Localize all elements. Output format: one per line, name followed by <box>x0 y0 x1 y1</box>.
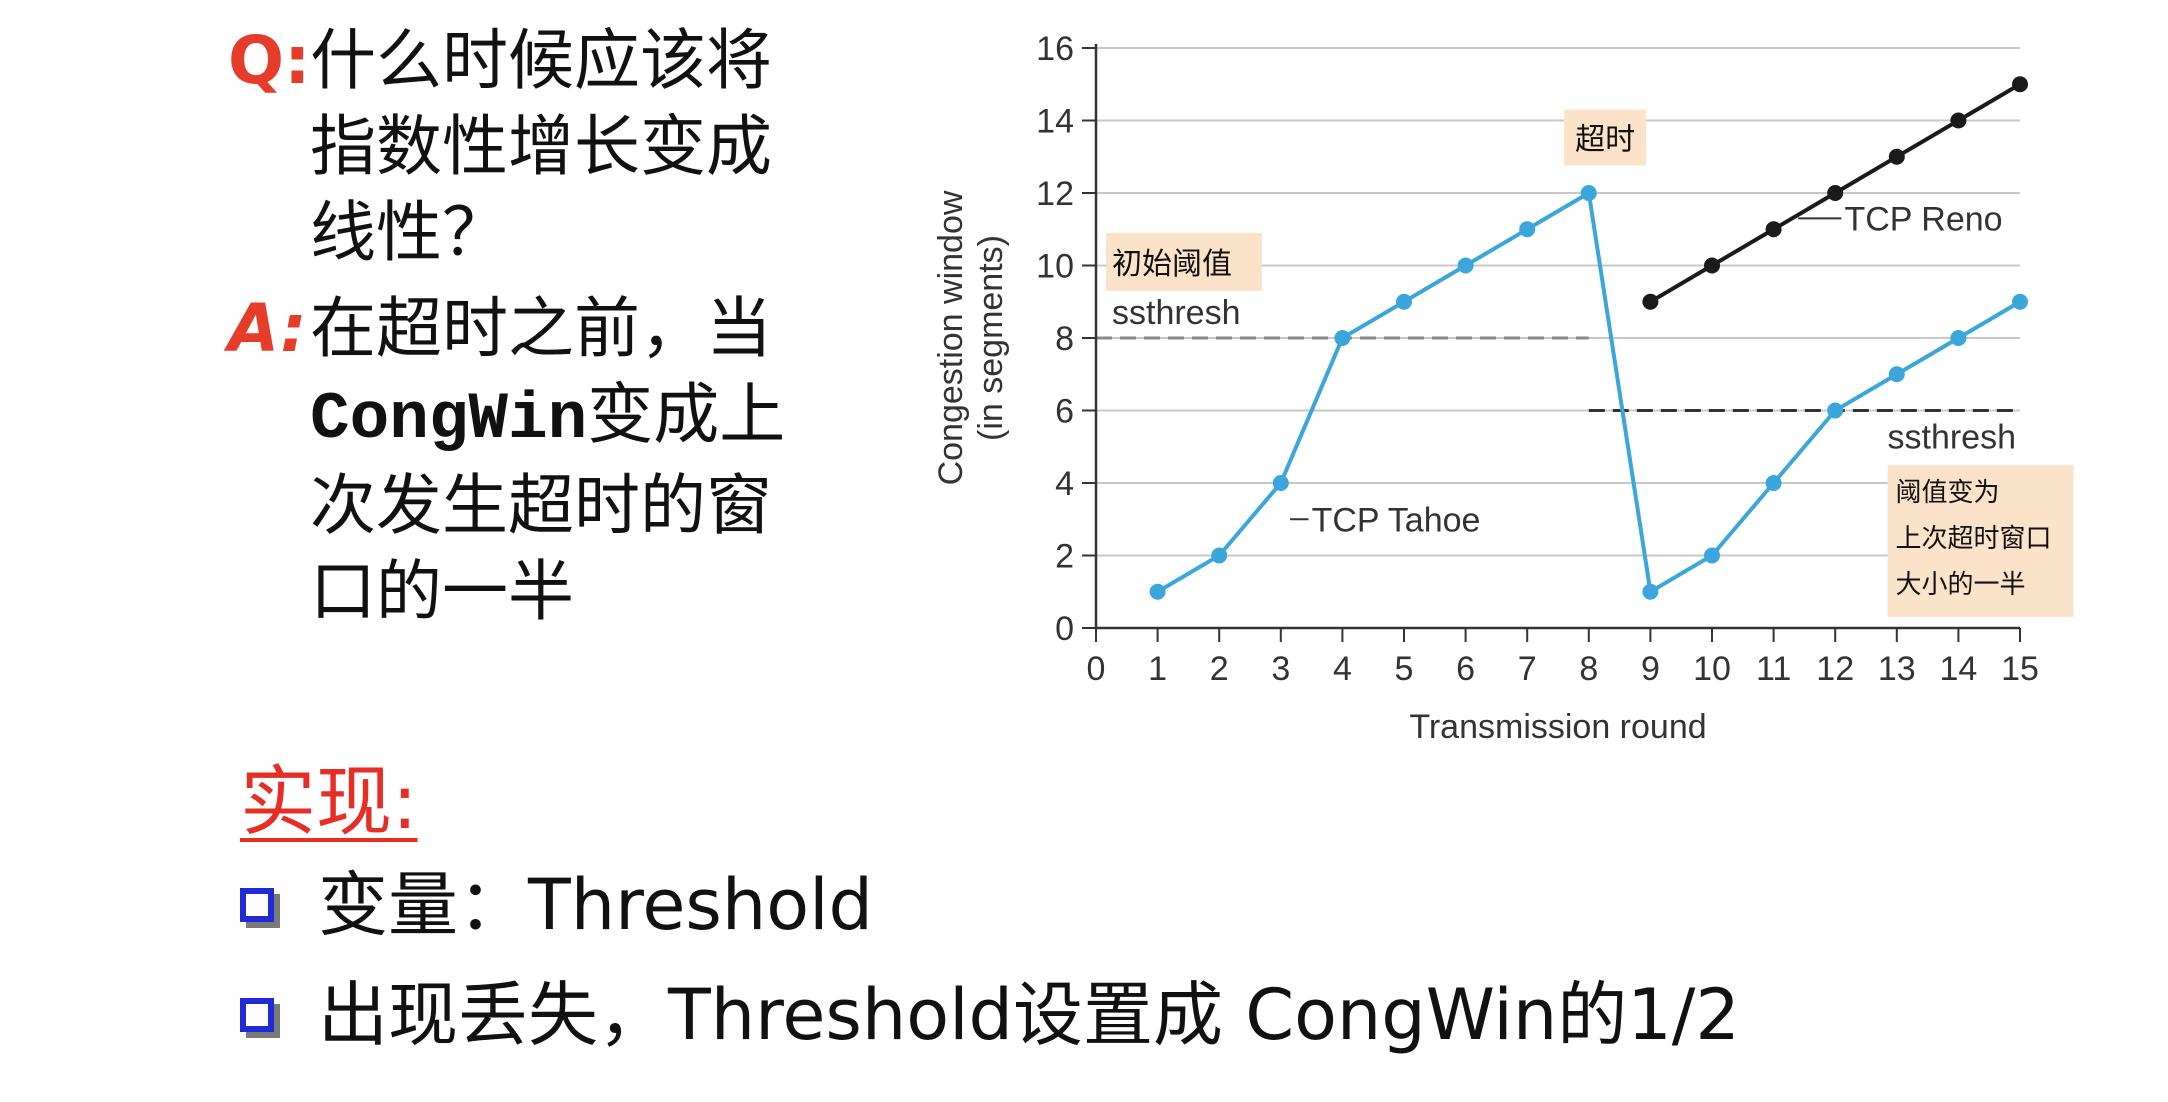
x-tick-label: 10 <box>1693 650 1731 688</box>
data-point <box>1642 583 1659 600</box>
square-bullet-icon <box>240 998 274 1032</box>
answer-line-rest: 变成上 <box>587 376 786 453</box>
y-tick-label: 10 <box>1036 248 1074 286</box>
question-line: 线性？ <box>310 194 508 271</box>
question-line: 指数性增长变成 <box>310 108 772 185</box>
y-tick-label: 14 <box>1036 103 1074 141</box>
new-threshold-box <box>1887 464 2074 617</box>
timeout-annotation: 超时 <box>1575 123 1635 158</box>
answer-line: CongWin变成上 <box>310 372 868 463</box>
data-point <box>1272 475 1289 491</box>
x-tick-label: 1 <box>1148 650 1167 688</box>
bullet-item: 出现丢失，Threshold设置成 CongWin的1/2 <box>240 960 1740 1070</box>
x-tick-label: 5 <box>1395 650 1414 688</box>
y-tick-label: 8 <box>1055 320 1074 358</box>
implementation-title: 实现: <box>240 757 418 846</box>
question-text: 什么时候应该将 指数性增长变成 线性？ <box>310 18 868 276</box>
x-tick-label: 6 <box>1456 650 1475 688</box>
new-threshold-annotation-line: 大小的一半 <box>1896 570 2026 600</box>
x-tick-label: 15 <box>2001 650 2039 688</box>
y-tick-label: 4 <box>1055 465 1074 503</box>
y-axis-title-line: (in segments) <box>972 235 1010 441</box>
initial-threshold-box <box>1106 232 1262 291</box>
answer-line: 在超时之前，当 <box>310 290 772 367</box>
data-point <box>1765 221 1782 238</box>
data-point <box>1765 475 1782 491</box>
timeout-annotation-box <box>1564 109 1647 166</box>
data-point <box>1827 185 1844 201</box>
qa-block: Q: 什么时候应该将 指数性增长变成 线性？ A: 在超时之前，当 CongWi… <box>228 18 868 635</box>
data-point <box>1211 547 1228 564</box>
bullet-text: 变量：Threshold <box>318 864 873 946</box>
x-tick-label: 12 <box>1816 650 1854 688</box>
answer-line: 口的一半 <box>310 553 574 630</box>
data-point <box>2012 293 2028 310</box>
threshold-layer: ssthresh ssthresh <box>1096 294 2020 457</box>
bullet-text: 出现丢失，Threshold设置成 CongWin的1/2 <box>318 974 1740 1056</box>
x-tick-label: 9 <box>1641 650 1660 688</box>
y-tick-label: 0 <box>1055 610 1074 648</box>
x-tick-label: 7 <box>1518 650 1537 688</box>
x-tick-label: 11 <box>1756 650 1791 688</box>
data-point <box>1704 547 1720 564</box>
y-tick-label: 2 <box>1055 538 1074 576</box>
ssthresh-label: ssthresh <box>1888 419 2017 457</box>
data-point <box>1888 366 1905 383</box>
question: Q: 什么时候应该将 指数性增长变成 线性？ <box>228 18 868 276</box>
y-tick-label: 6 <box>1055 393 1074 431</box>
congwin-term: CongWin <box>310 382 588 457</box>
x-tick-label: 3 <box>1271 650 1290 688</box>
data-point <box>1950 330 1967 346</box>
data-point <box>1149 583 1166 600</box>
data-point <box>1642 293 1659 310</box>
data-point <box>1827 402 1844 419</box>
x-tick-label: 8 <box>1579 650 1598 688</box>
x-tick-label: 4 <box>1333 650 1352 688</box>
x-tick-label: 2 <box>1210 650 1229 688</box>
data-point <box>1888 148 1905 165</box>
new-threshold-annotation-line: 上次超时窗口 <box>1896 524 2052 554</box>
data-point <box>1704 257 1720 274</box>
series-label-reno: TCP Reno <box>1844 200 2002 238</box>
data-point <box>1396 293 1412 310</box>
x-tick-label: 0 <box>1087 650 1106 688</box>
x-axis-title: Transmission round <box>1409 708 1706 746</box>
data-point <box>1519 221 1536 238</box>
answer: A: 在超时之前，当 CongWin变成上 次发生超时的窗 口的一半 <box>228 286 868 635</box>
data-point <box>1334 330 1351 346</box>
ssthresh-label: ssthresh <box>1112 294 1241 332</box>
data-point <box>1580 185 1597 201</box>
question-mark: Q: <box>228 22 311 99</box>
square-bullet-icon <box>240 888 274 922</box>
answer-mark: A: <box>228 290 307 367</box>
data-point <box>1950 112 1967 129</box>
implementation-bullets: 变量：Threshold 出现丢失，Threshold设置成 CongWin的1… <box>240 850 1740 1070</box>
series-layer <box>1149 76 2028 600</box>
y-tick-label: 16 <box>1036 30 1074 68</box>
data-point <box>1457 257 1474 274</box>
answer-text: 在超时之前，当 CongWin变成上 次发生超时的窗 口的一半 <box>310 286 868 635</box>
y-axis-title-line: Congestion window <box>932 190 970 485</box>
answer-line: 次发生超时的窗 <box>310 467 772 544</box>
initial-threshold-annotation: 初始阈值 <box>1112 247 1232 282</box>
x-tick-label: 14 <box>1939 650 1977 688</box>
bullet-item: 变量：Threshold <box>240 850 1740 960</box>
new-threshold-annotation-line: 阈值变为 <box>1896 478 2000 508</box>
question-line: 什么时候应该将 <box>310 22 772 99</box>
series-label-tahoe: TCP Tahoe <box>1312 501 1481 539</box>
y-tick-label: 12 <box>1036 175 1074 213</box>
x-tick-label: 13 <box>1878 650 1916 688</box>
data-point <box>2012 76 2028 93</box>
